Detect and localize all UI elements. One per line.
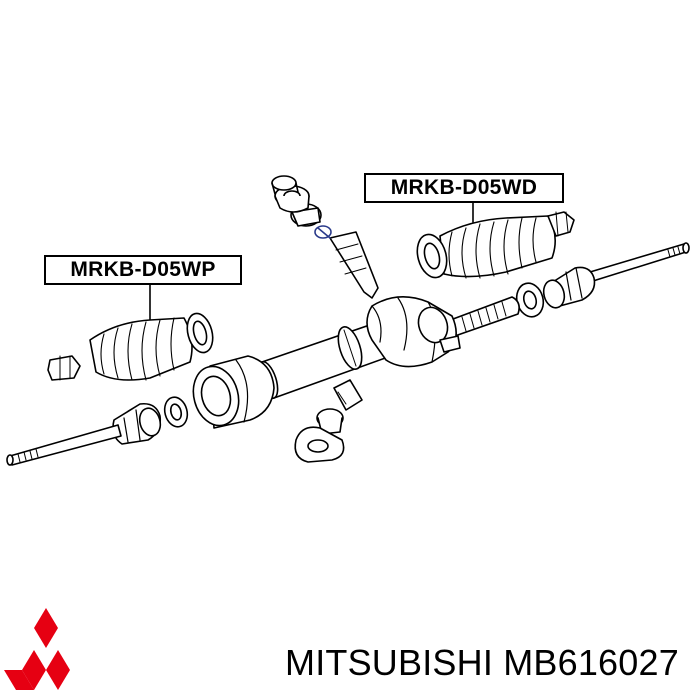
left-lock-washer bbox=[163, 396, 189, 428]
steering-gear-housing bbox=[366, 296, 461, 368]
left-tie-rod bbox=[6, 424, 122, 466]
rack-guide-parts bbox=[294, 379, 363, 463]
mitsubishi-logo-icon bbox=[4, 608, 70, 690]
brand-name: MITSUBISHI bbox=[285, 642, 494, 683]
part-label-mrkb-d05wp: MRKB-D05WP bbox=[44, 255, 242, 285]
part-caption: MITSUBISHI MB616027 bbox=[285, 641, 695, 685]
right-rack-boot bbox=[416, 211, 575, 279]
part-number: MB616027 bbox=[503, 642, 679, 683]
left-inner-ball-joint bbox=[112, 402, 162, 445]
rack-mounting-bushing bbox=[192, 355, 275, 429]
rack-right-section bbox=[444, 296, 520, 338]
right-tie-rod bbox=[589, 242, 690, 282]
pinion-shaft-assembly bbox=[271, 175, 379, 299]
left-rack-boot bbox=[47, 312, 214, 381]
part-label-mrkb-d05wd: MRKB-D05WD bbox=[364, 173, 564, 203]
right-inner-ball-joint bbox=[542, 266, 596, 309]
